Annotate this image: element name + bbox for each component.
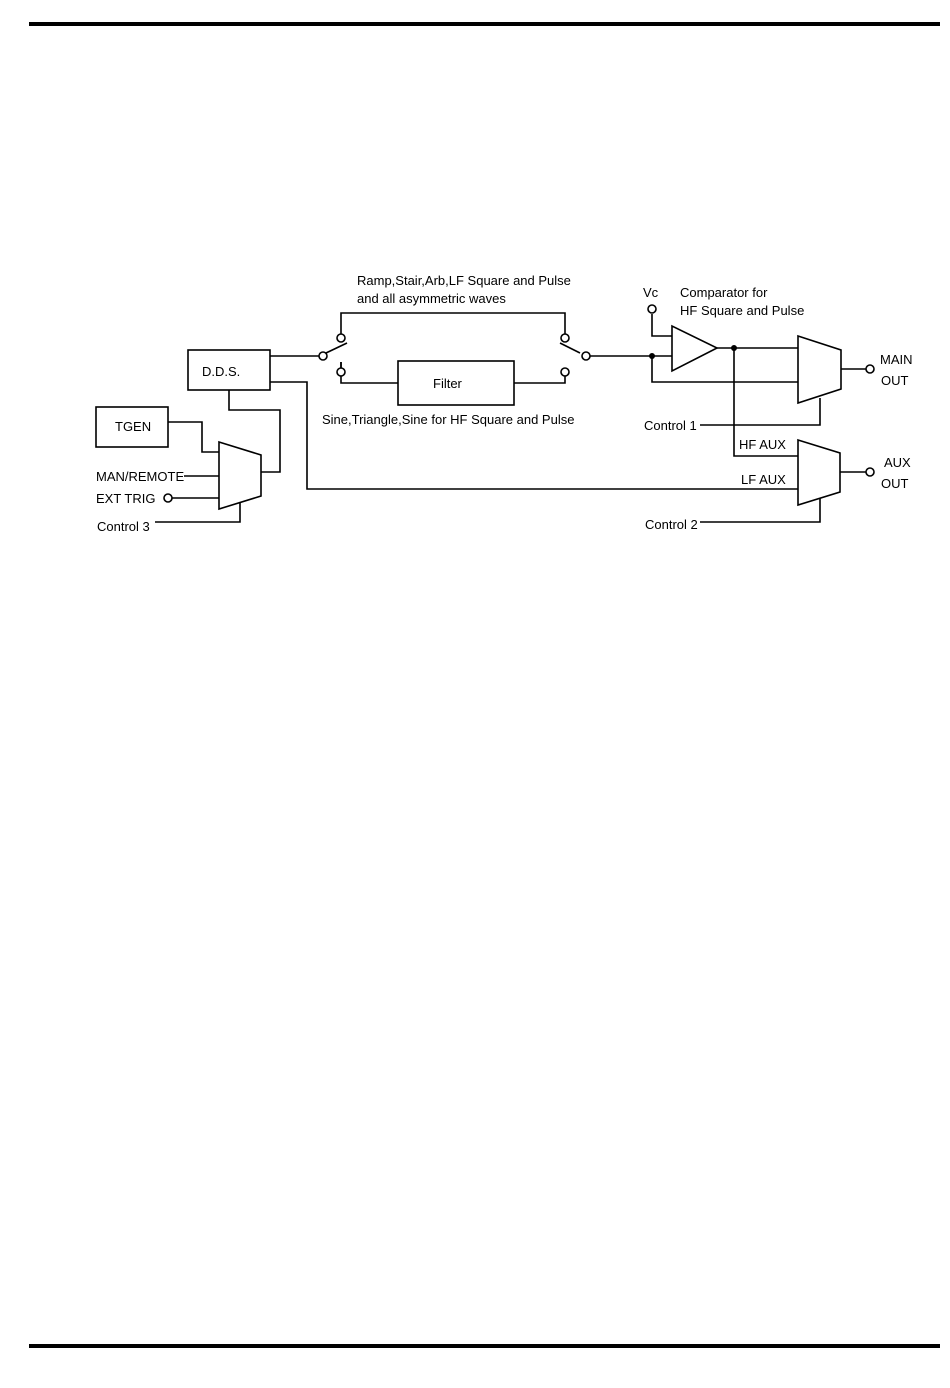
main-mux: [798, 336, 841, 403]
switch2-lower-contact: [561, 368, 569, 376]
switch2-pole: [582, 352, 590, 360]
control1-label: Control 1: [644, 418, 697, 433]
upper-path-label-line1: Ramp,Stair,Arb,LF Square and Pulse: [357, 273, 571, 288]
hf-aux-label: HF AUX: [739, 437, 786, 452]
control2-label: Control 2: [645, 517, 698, 532]
ext-trig-label: EXT TRIG: [96, 491, 155, 506]
switch1-lower-contact: [337, 368, 345, 376]
aux-out-terminal: [866, 468, 874, 476]
aux-mux: [798, 440, 840, 505]
main-out-terminal: [866, 365, 874, 373]
switch1-pole: [319, 352, 327, 360]
lf-aux-label: LF AUX: [741, 472, 786, 487]
main-out-label-line1: MAIN: [880, 352, 913, 367]
upper-path-label-line2: and all asymmetric waves: [357, 291, 506, 306]
switch1-upper-contact: [337, 334, 345, 342]
control3-label: Control 3: [97, 519, 150, 534]
aux-out-label-line2: OUT: [881, 476, 909, 491]
filter-label: Filter: [433, 376, 463, 391]
tgen-label: TGEN: [115, 419, 151, 434]
input-mux: [219, 442, 261, 509]
comparator-label-line1: Comparator for: [680, 285, 768, 300]
vc-label: Vc: [643, 285, 659, 300]
junction-dot: [731, 345, 737, 351]
switch2-upper-contact: [561, 334, 569, 342]
main-out-label-line2: OUT: [881, 373, 909, 388]
ext-trig-terminal: [164, 494, 172, 502]
comparator-label-line2: HF Square and Pulse: [680, 303, 804, 318]
lower-path-label: Sine,Triangle,Sine for HF Square and Pul…: [322, 412, 574, 427]
aux-out-label-line1: AUX: [884, 455, 911, 470]
dds-label: D.D.S.: [202, 364, 240, 379]
man-remote-label: MAN/REMOTE: [96, 469, 184, 484]
comparator-triangle: [672, 326, 717, 371]
junction-dot: [649, 353, 655, 359]
vc-terminal: [648, 305, 656, 313]
